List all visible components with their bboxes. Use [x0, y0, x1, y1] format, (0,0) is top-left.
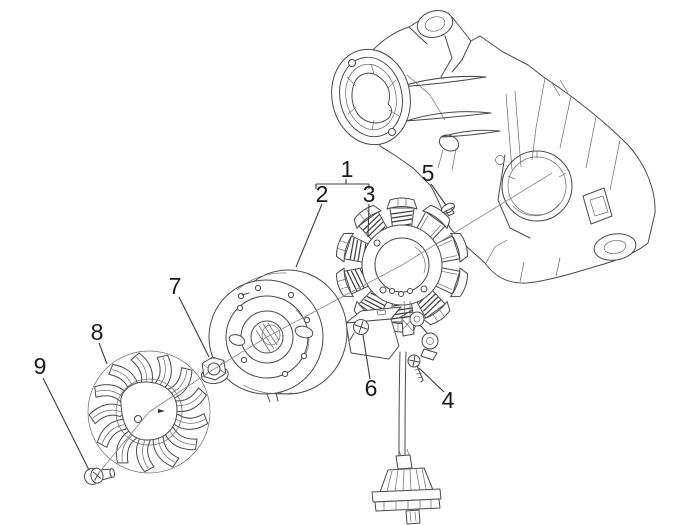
callout-5-leader: [430, 183, 447, 206]
callout-5-label: 5: [422, 160, 435, 186]
wiring-connector-drawing: [371, 448, 442, 525]
pickup-coil-assembly-drawing: [345, 300, 442, 525]
callout-2-label: 2: [316, 181, 329, 207]
callout-6-label: 6: [365, 375, 378, 401]
callout-4-leader: [418, 367, 445, 393]
callout-8-label: 8: [91, 319, 104, 345]
callout-7-label: 7: [169, 273, 182, 299]
cooling-fan-drawing: [87, 350, 212, 475]
screw-4-drawing: [407, 354, 424, 383]
crankcase-drawing: [331, 10, 656, 284]
assembly-axis-line: [96, 172, 553, 476]
callout-3-leader: [367, 203, 370, 238]
stator-wires-drawing: [398, 351, 407, 457]
callout-1-bracket: [315, 179, 370, 189]
callout-6-leader: [362, 334, 371, 380]
callout-2-leader: [295, 203, 323, 268]
callout-1-label: 1: [341, 156, 354, 182]
callout-7-leader: [178, 296, 210, 358]
hex-nut-drawing: [200, 356, 229, 385]
pickup-screw-drawing: [349, 319, 369, 341]
callout-8-leader: [98, 342, 108, 365]
callouts: 1 2 3 4 5 6 7 8 9: [34, 156, 455, 471]
flywheel-rotor-drawing: [208, 269, 348, 403]
callout-9-leader: [42, 377, 90, 471]
callout-3-label: 3: [363, 181, 376, 207]
callout-9-label: 9: [34, 353, 47, 379]
callout-4-label: 4: [442, 387, 455, 413]
